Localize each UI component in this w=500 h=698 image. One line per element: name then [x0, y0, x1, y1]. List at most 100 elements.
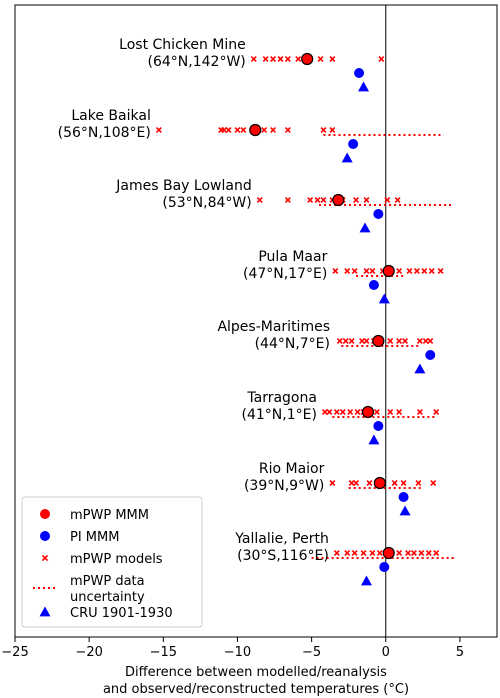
model-point — [430, 480, 437, 486]
model-point — [344, 550, 351, 556]
pi-mmm-point — [425, 350, 436, 360]
model-point — [396, 338, 403, 344]
model-point — [376, 550, 383, 556]
model-point — [270, 56, 277, 62]
mpwp-mmm-point — [382, 264, 395, 278]
pi-mmm-point — [398, 492, 409, 502]
model-point — [369, 550, 376, 556]
model-point — [353, 480, 360, 486]
model-point — [378, 56, 385, 62]
model-point — [396, 550, 403, 556]
site-name: Yallalie, Perth — [234, 531, 329, 547]
site-name: James Bay Lowland — [115, 178, 251, 194]
model-point — [344, 268, 351, 274]
model-point — [284, 127, 291, 133]
legend-box — [21, 496, 203, 628]
model-point — [348, 480, 355, 486]
mpwp-mmm-point — [382, 546, 395, 560]
legend-marker — [39, 606, 51, 617]
model-point — [351, 550, 358, 556]
model-point — [410, 550, 417, 556]
pi-mmm-point — [373, 421, 384, 431]
model-point — [329, 56, 336, 62]
legend-item: mPWP MMM — [40, 508, 149, 523]
x-tick-label: −20 — [75, 645, 102, 660]
model-point — [221, 127, 228, 133]
model-point — [396, 409, 403, 415]
x-tick-label: −5 — [302, 645, 321, 660]
model-point — [422, 338, 429, 344]
site-label: Lake Baikal(56°N,108°E) — [58, 108, 151, 141]
site-lake-baikal: Lake Baikal(56°N,108°E) — [58, 108, 444, 163]
cru-point — [360, 575, 372, 586]
mpwp-mmm-point — [373, 476, 386, 490]
site-name: Alpes-Maritimes — [217, 319, 330, 335]
pi-mmm-point — [354, 68, 365, 78]
site-yallalie-perth: Yallalie, Perth(30°S,116°E) — [234, 531, 456, 586]
model-point — [353, 197, 360, 203]
cru-point — [378, 293, 390, 304]
model-point — [433, 550, 440, 556]
model-point — [354, 409, 361, 415]
model-point — [333, 550, 340, 556]
model-point — [336, 338, 343, 344]
model-point — [416, 409, 423, 415]
model-point — [284, 197, 291, 203]
model-point — [320, 197, 327, 203]
site-label: Tarragona(41°N,1°E) — [242, 390, 317, 423]
model-point — [326, 409, 333, 415]
legend-label: mPWP models — [70, 552, 163, 567]
legend-item: CRU 1901-1930 — [39, 606, 173, 621]
model-point — [321, 409, 328, 415]
model-point — [347, 409, 354, 415]
legend-item: PI MMM — [40, 530, 119, 545]
plot-layer: Lost Chicken Mine(64°N,142°W) Lake Baikal… — [58, 5, 456, 637]
cru-point — [414, 363, 426, 374]
site-name: Lake Baikal — [71, 108, 150, 124]
site-coords: (41°N,1°E) — [242, 407, 317, 423]
site-lost-chicken-mine: Lost Chicken Mine(64°N,142°W) — [119, 37, 385, 92]
model-point — [425, 550, 432, 556]
model-point — [363, 338, 370, 344]
model-point — [339, 409, 346, 415]
site-coords: (47°N,17°E) — [243, 266, 327, 282]
site-label: Yallalie, Perth(30°S,116°E) — [234, 531, 329, 564]
model-point — [418, 550, 425, 556]
legend-marker — [41, 554, 49, 562]
site-coords: (53°N,84°W) — [162, 195, 251, 211]
model-point — [329, 127, 336, 133]
model-point — [295, 56, 302, 62]
model-point — [373, 409, 380, 415]
plot-frame — [14, 4, 498, 638]
site-label: Pula Maar(47°N,17°E) — [243, 249, 328, 282]
pi-mmm-point — [379, 562, 390, 572]
model-point — [360, 550, 367, 556]
site-coords: (30°S,116°E) — [237, 548, 329, 564]
model-point — [329, 480, 336, 486]
mpwp-mmm-point — [361, 405, 375, 419]
model-point — [400, 480, 407, 486]
model-point — [421, 268, 428, 274]
x-axis-label: and observed/reconstructed temperatures … — [103, 682, 409, 697]
model-point — [391, 480, 398, 486]
mpwp-mmm-point — [332, 193, 345, 207]
model-point — [363, 268, 370, 274]
model-point — [428, 268, 435, 274]
site-james-bay-lowland: James Bay Lowland(53°N,84°W) — [115, 178, 452, 233]
model-point — [387, 409, 394, 415]
site-name: Rio Maior — [259, 461, 325, 477]
model-point — [256, 197, 263, 203]
x-tick-label: 0 — [382, 645, 390, 660]
x-tick-label: 5 — [456, 645, 464, 660]
pi-mmm-point — [368, 280, 379, 290]
model-point — [234, 127, 241, 133]
site-label: Lost Chicken Mine(64°N,142°W) — [119, 37, 246, 70]
model-point — [225, 127, 232, 133]
model-point — [363, 197, 370, 203]
model-point — [320, 127, 327, 133]
site-pula-maar: Pula Maar(47°N,17°E) — [243, 249, 444, 304]
cru-point — [399, 505, 411, 516]
